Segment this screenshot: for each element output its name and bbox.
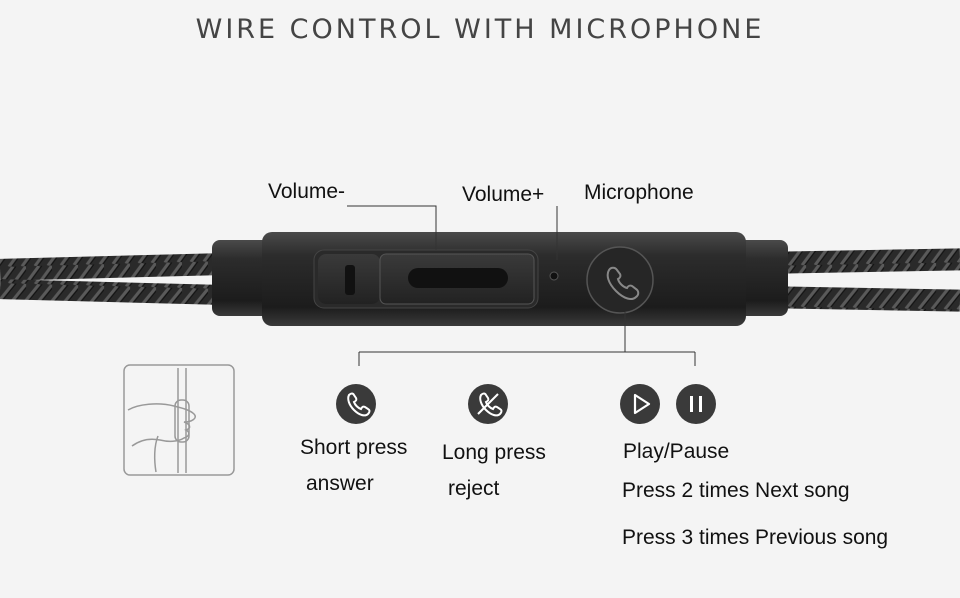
play-line3: Press 3 times Previous song [622, 526, 889, 549]
volume-plus-mark [408, 268, 508, 288]
play-line2: Press 2 times Next song [622, 479, 850, 502]
microphone-label: Microphone [584, 181, 694, 204]
answer-line2: answer [306, 472, 374, 495]
play-icon [620, 384, 660, 424]
reject-line1: Long press [442, 441, 546, 464]
pause-icon [676, 384, 716, 424]
hand-holding-remote-icon [123, 364, 235, 476]
reject-line2: reject [448, 477, 500, 500]
phone-icon [336, 384, 376, 424]
microphone-hole [549, 271, 559, 281]
volume-plus-label: Volume+ [462, 183, 545, 206]
play-line1: Play/Pause [623, 440, 730, 463]
page-title: WIRE CONTROL WITH MICROPHONE [195, 14, 765, 45]
answer-line1: Short press [300, 436, 408, 459]
right-cable [779, 248, 960, 312]
phone-reject-icon [468, 384, 508, 424]
left-end-cap [212, 240, 270, 316]
volume-minus-label: Volume- [268, 180, 346, 203]
callout-lines [347, 205, 696, 366]
multifunction-button[interactable] [586, 246, 654, 314]
left-cable [0, 253, 221, 305]
volume-minus-mark [345, 265, 355, 295]
multifunction-phone-icon [606, 266, 640, 300]
